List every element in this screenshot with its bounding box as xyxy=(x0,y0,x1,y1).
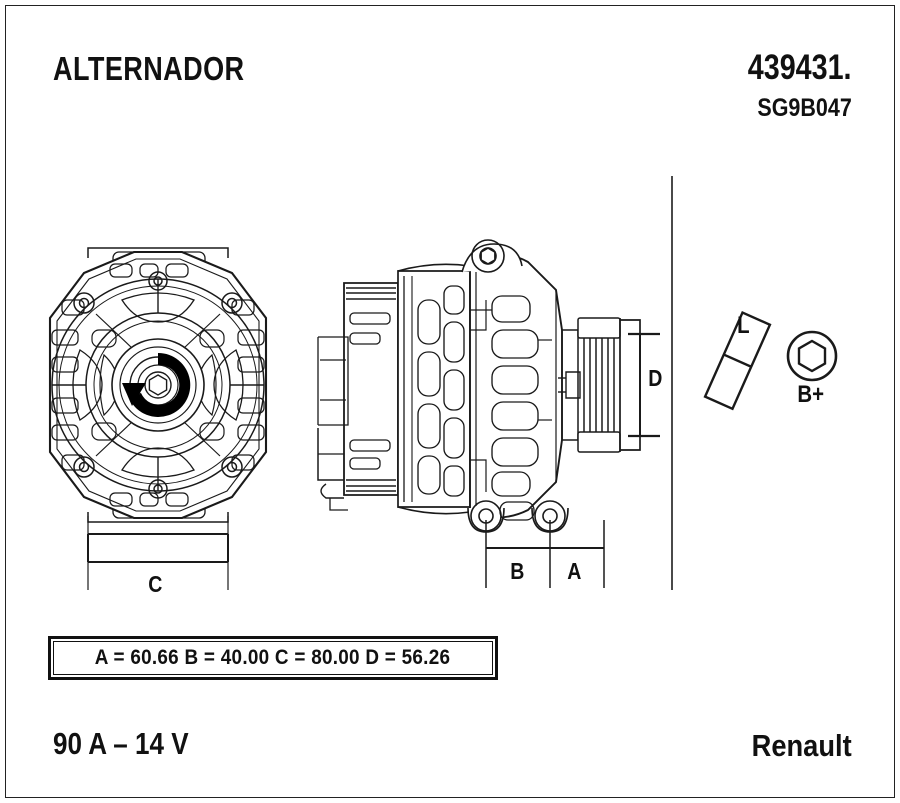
alternator-side-view xyxy=(317,239,641,533)
dimension-label-c: C xyxy=(148,571,163,597)
terminal-label-bplus: B+ xyxy=(797,381,825,408)
dimensions-box: A = 60.66 B = 40.00 C = 80.00 D = 56.26 xyxy=(48,636,498,680)
rotation-arrow-icon xyxy=(122,352,191,417)
part-sub-code: SG9B047 xyxy=(757,94,852,122)
terminal-label-l: L xyxy=(737,312,750,339)
sheet-border xyxy=(5,5,895,798)
dimensions-text: A = 60.66 B = 40.00 C = 80.00 D = 56.26 xyxy=(95,646,451,669)
vehicle-brand: Renault xyxy=(751,728,852,763)
l-terminal-detail xyxy=(703,310,772,411)
part-number: 439431. xyxy=(748,48,852,87)
dimension-c xyxy=(87,516,229,590)
page-title: ALTERNADOR xyxy=(53,50,245,87)
dimension-label-a: A xyxy=(567,558,582,584)
alternator-front-view xyxy=(48,247,268,523)
dimension-d xyxy=(628,332,660,438)
output-rating: 90 A – 14 V xyxy=(53,726,189,761)
dimension-label-b: B xyxy=(510,558,525,584)
dimension-label-d: D xyxy=(648,365,663,391)
dimension-a-b xyxy=(485,520,605,588)
bplus-terminal-detail xyxy=(786,330,838,382)
